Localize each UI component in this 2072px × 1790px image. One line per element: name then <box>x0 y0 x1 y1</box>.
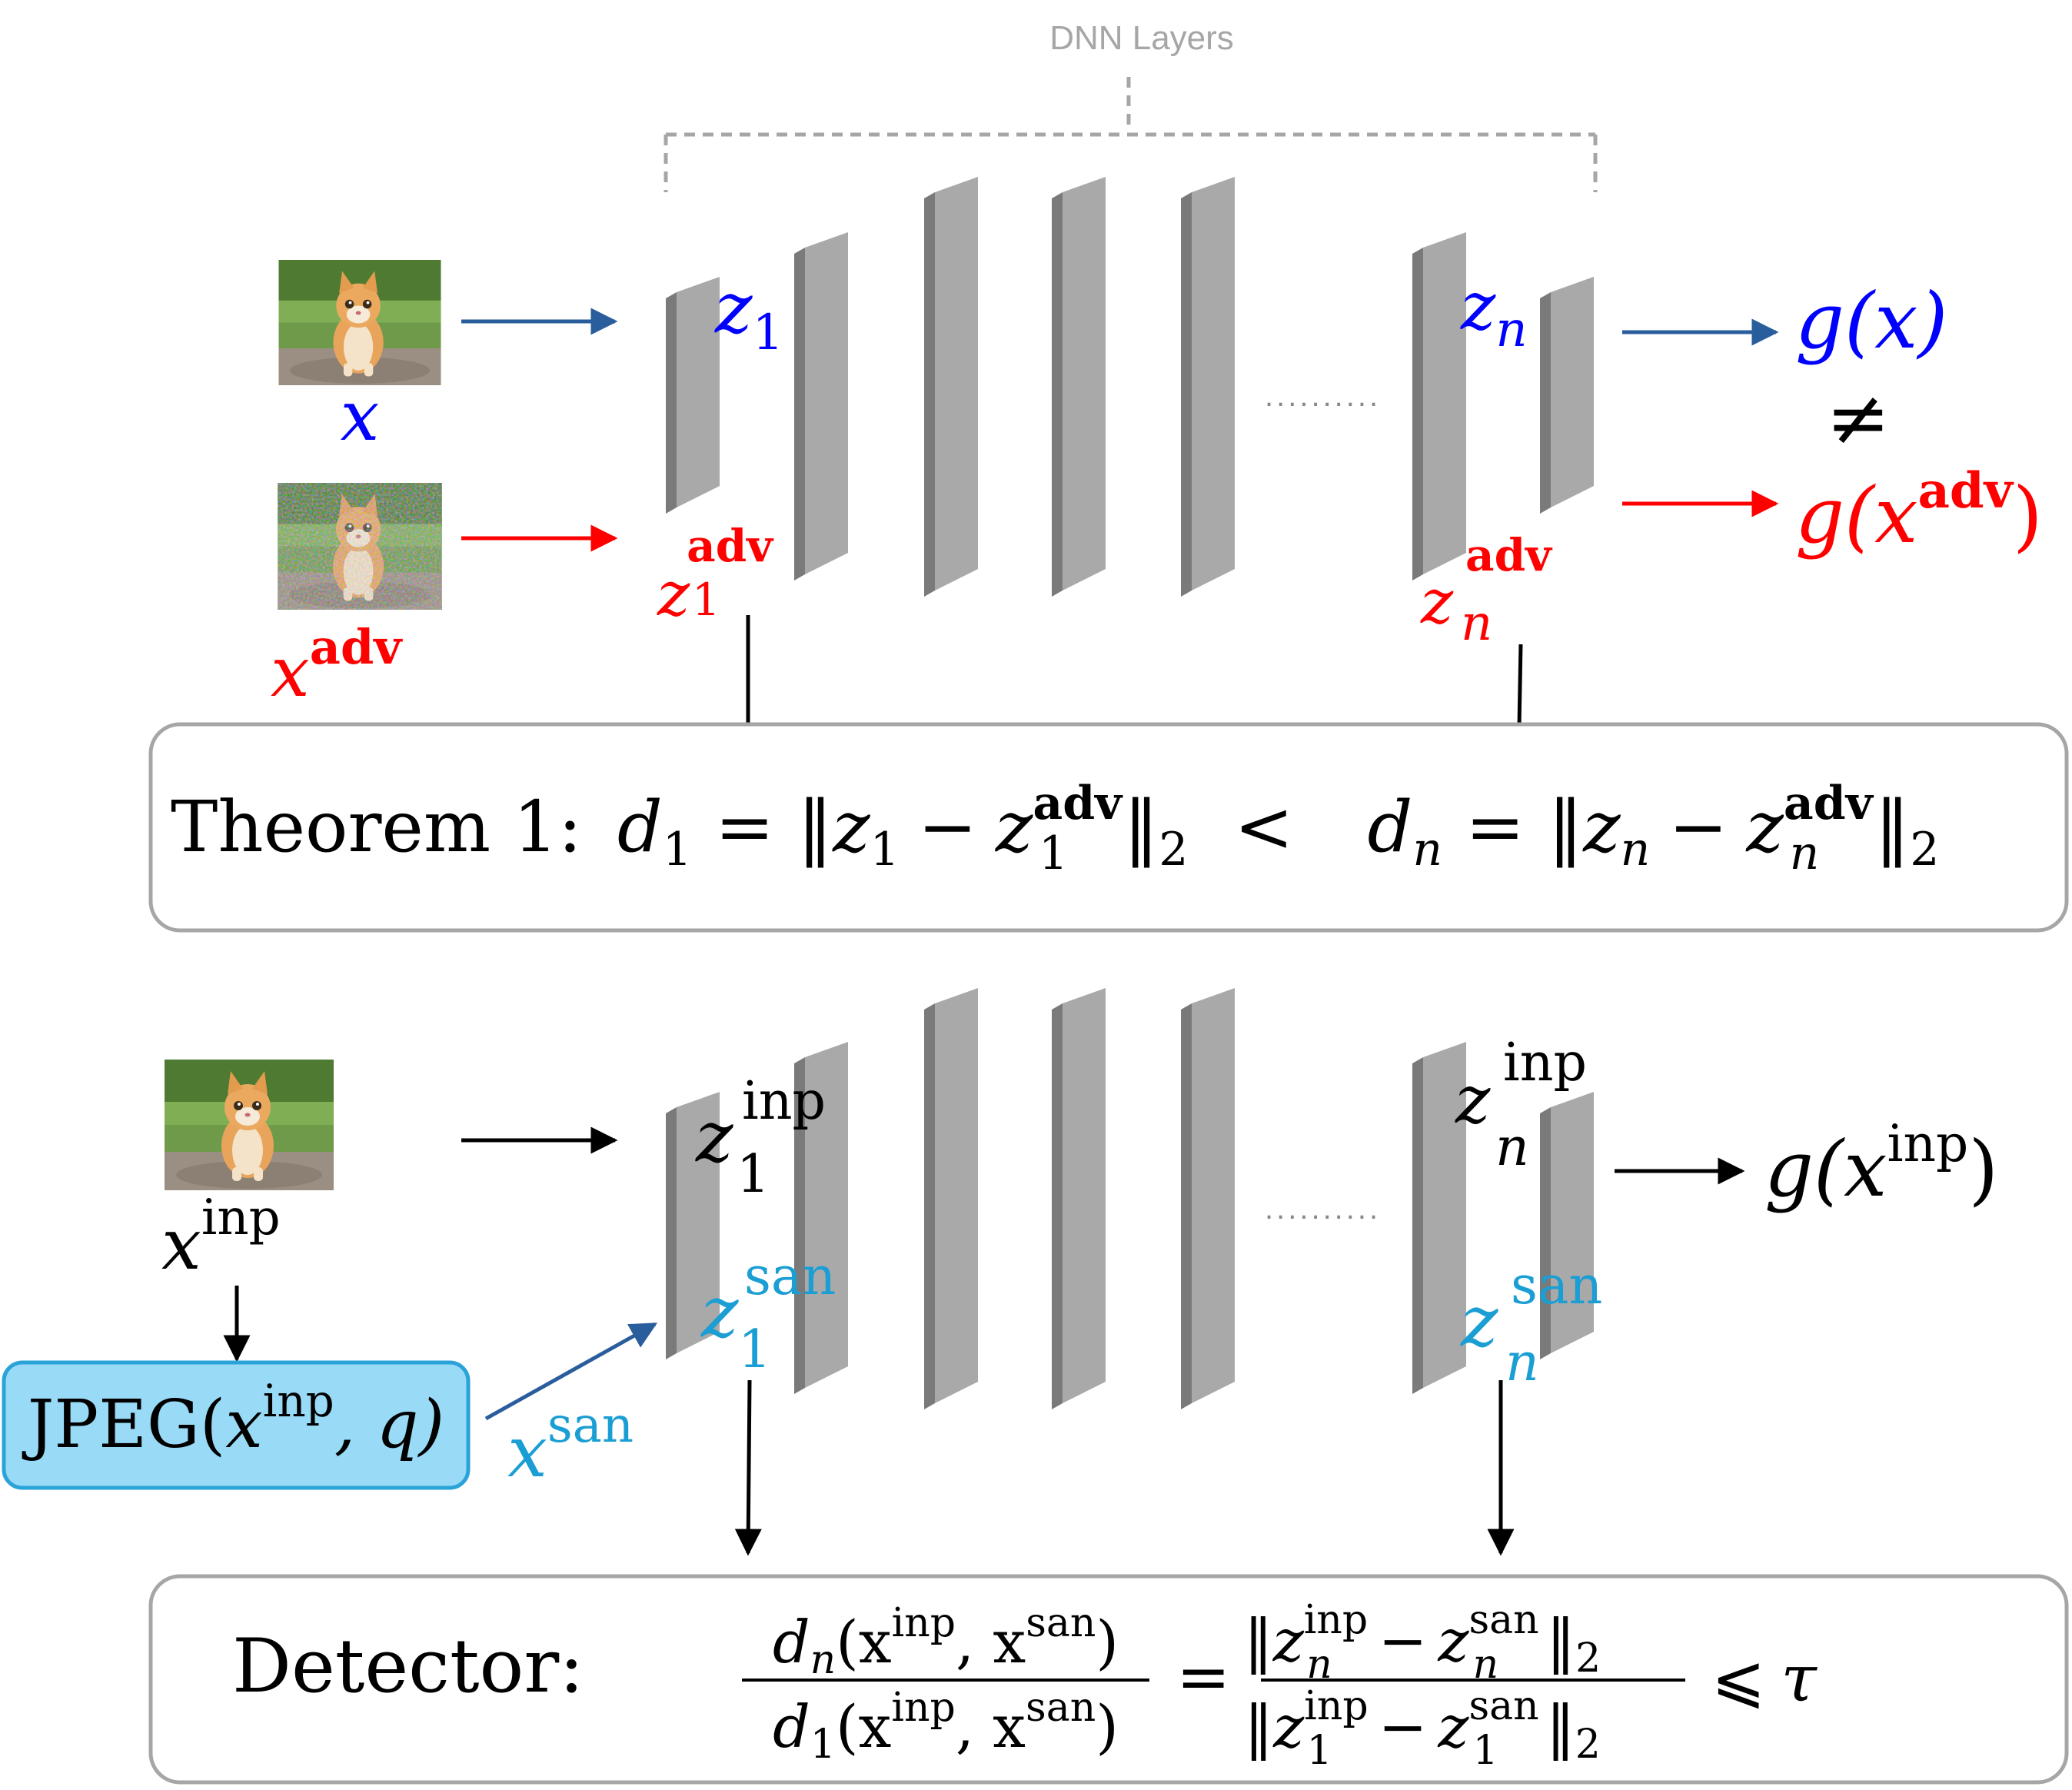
g-x-inp-output: g(xinp) <box>1764 1114 1998 1214</box>
x-inp-label: xinp <box>161 1189 281 1286</box>
kitten-photo-icon <box>278 260 441 385</box>
jpeg-button: JPEG(xinp, q) <box>2 1360 471 1490</box>
adversarial-image <box>278 483 442 610</box>
dnn-layers-bracket <box>664 77 1598 192</box>
dnn-layers-title: DNN Layers <box>1049 19 1234 57</box>
detector-equals: = <box>1176 1639 1230 1715</box>
detector-threshold: ⩽τ <box>1711 1641 1818 1716</box>
layers-ellipsis-bottom: .......... <box>1265 1192 1381 1226</box>
kitten-photo-icon <box>165 1060 334 1190</box>
layer-slab-bottom-3 <box>924 988 978 1409</box>
not-equal-sign: ≠ <box>1826 373 1891 463</box>
z1-to-detector-arrow <box>734 1379 762 1556</box>
jpeg-label: JPEG(xinp, q) <box>22 1375 444 1463</box>
z1-label: z1 <box>714 267 783 361</box>
g-x-adv-output: g(xadv) <box>1795 462 2043 561</box>
detector-left-fraction: dn(xinp, xsan) d1(xinp, xsan) <box>742 1600 1149 1768</box>
x-adv-label: xadv <box>271 619 403 713</box>
x-san-label: xsan <box>507 1397 634 1493</box>
clean-image <box>278 260 441 385</box>
layer-slab-bottom-1 <box>666 1092 720 1359</box>
layer-slab-bottom-6 <box>1412 1042 1466 1394</box>
layer-slab-top-2 <box>794 232 848 581</box>
g-x-output: g(x) <box>1795 276 1947 366</box>
layer-slab-top-7 <box>1540 277 1594 514</box>
layers-top-group <box>666 177 1594 597</box>
layer-slab-top-5 <box>1181 177 1235 597</box>
jpeg-to-san-arrow <box>484 1322 658 1421</box>
zn-label: zn <box>1460 268 1528 358</box>
input-image <box>165 1060 334 1190</box>
left-denominator: d1(xinp, xsan) <box>773 1685 1119 1768</box>
theorem-box <box>148 722 2069 933</box>
layer-slab-top-4 <box>1052 177 1106 597</box>
layer-slab-top-6 <box>1412 232 1466 581</box>
layer-slab-top-1 <box>666 277 720 514</box>
detector-label: Detector: <box>232 1623 584 1709</box>
layer-slab-bottom-7 <box>1540 1092 1594 1359</box>
layer-slab-bottom-5 <box>1181 988 1235 1409</box>
layer-slab-top-3 <box>924 177 978 597</box>
layer-slab-bottom-4 <box>1052 988 1106 1409</box>
layers-bottom-group <box>666 988 1594 1409</box>
x-label: x <box>341 376 380 457</box>
layers-ellipsis-top: .......... <box>1265 379 1381 413</box>
noisy-kitten-photo-icon <box>278 483 442 610</box>
layer-slab-bottom-2 <box>794 1042 848 1394</box>
left-numerator: dn(xinp, xsan) <box>773 1600 1119 1683</box>
